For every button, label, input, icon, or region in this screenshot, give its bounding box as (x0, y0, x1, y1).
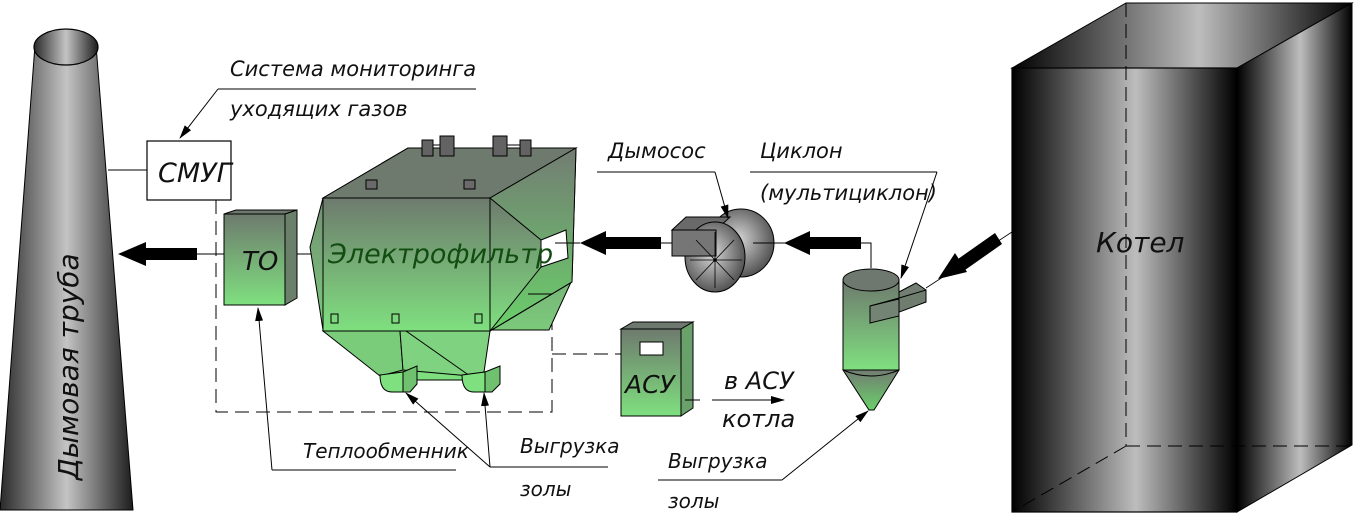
monitoring-label-line2: уходящих газов (229, 97, 408, 121)
smoke-exhauster-label: Дымосос (607, 139, 706, 163)
to-acs-label-line2: котла (722, 405, 795, 433)
ash-unload-2-label-line2: золы (668, 489, 719, 513)
acs-label: АСУ (623, 370, 677, 399)
flow-arrow-to-electrofilter (580, 231, 661, 255)
cyclone-label-line1: Циклон (760, 139, 843, 163)
chimney-label: Дымовая труба (52, 253, 85, 482)
heat-exchanger-abbr-label: ТО (242, 247, 278, 277)
control-boundary (215, 200, 553, 413)
chimney: Дымовая труба (0, 28, 134, 511)
to-acs-label-line1: в АСУ (724, 367, 795, 395)
ash-unload-1-label-line1: Выгрузка (520, 434, 620, 458)
heat-exchanger-label: Теплообменник (303, 439, 469, 463)
electrofilter: Электрофильтр (309, 135, 578, 393)
cyclone (842, 268, 927, 411)
smug-label: СМУГ (158, 158, 234, 189)
ash-unload-2-label-line1: Выгрузка (668, 449, 768, 473)
electrofilter-inlet (540, 229, 569, 268)
acs-cabinet: АСУ (619, 321, 695, 417)
monitoring-label-line1: Система мониторинга (230, 57, 476, 81)
flow-arrow-to-cyclone (938, 233, 1002, 279)
flow-arrow-to-chimney (118, 242, 197, 266)
boiler-label: Котел (1096, 226, 1185, 259)
boiler: Котел (1010, 2, 1354, 513)
flow-arrow-to-fan (784, 231, 861, 255)
cyclone-label-line2: (мультициклон) (760, 181, 937, 205)
leader-arrow-smug (179, 88, 219, 139)
heat-exchanger-box: ТО (223, 209, 298, 306)
ash-unload-1-label-line2: золы (520, 477, 571, 501)
smoke-exhauster (670, 208, 775, 293)
electrofilter-label: Электрофильтр (327, 239, 553, 270)
smug-box: СМУГ (146, 140, 234, 201)
